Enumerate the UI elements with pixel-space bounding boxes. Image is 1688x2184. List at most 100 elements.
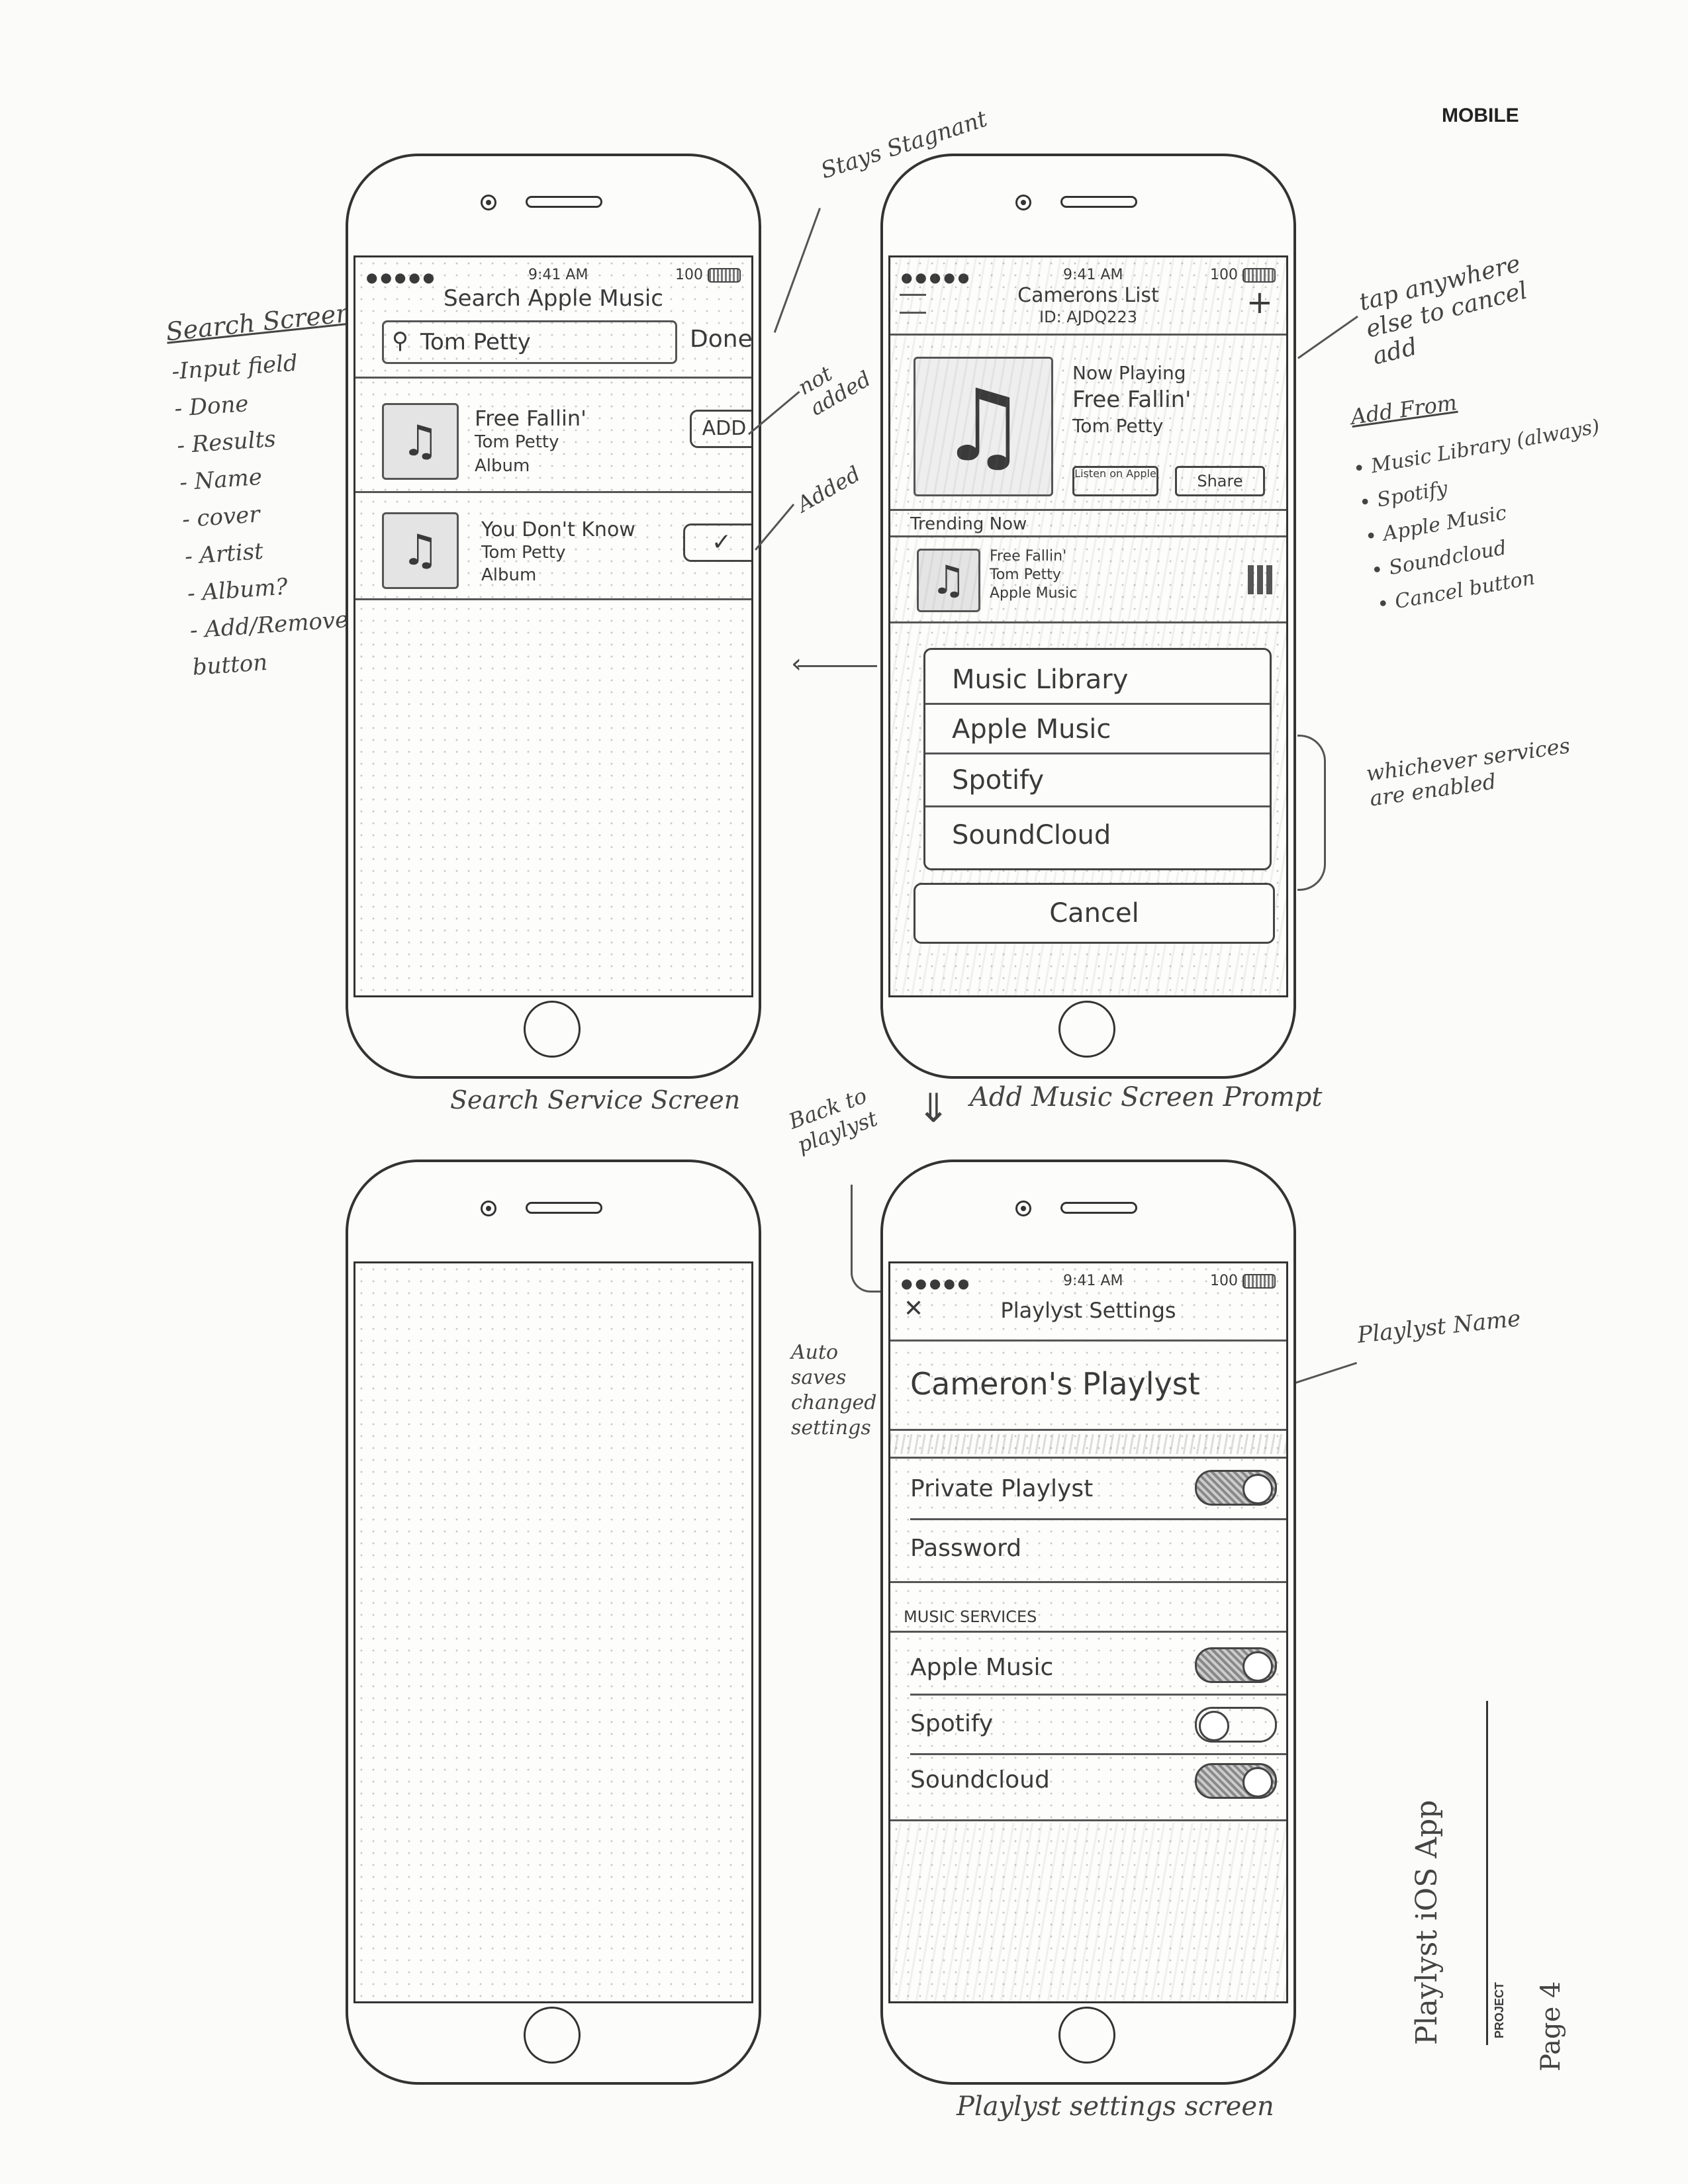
divider xyxy=(890,509,1286,511)
phone-search: ●●●●● 9:41 AM 100 Search Apple Music ⚲ T… xyxy=(346,154,761,1079)
battery-level: 100 xyxy=(675,267,703,283)
password-field[interactable]: Password xyxy=(910,1535,1022,1562)
status-bar: ●●●●● 9:41 AM 100 xyxy=(366,267,741,285)
phone-blank xyxy=(346,1160,761,2085)
signal-icon: ●●●●● xyxy=(901,269,972,285)
note-whichever-services: whichever services are enabled xyxy=(1364,733,1572,811)
close-icon[interactable]: ✕ xyxy=(904,1295,924,1322)
now-playing-label: Now Playing xyxy=(1072,362,1186,384)
result-artist: Tom Petty xyxy=(481,543,566,563)
divider xyxy=(890,1429,1286,1431)
caption-search-screen: Search Service Screen xyxy=(450,1085,741,1115)
sheet-option-soundcloud[interactable]: SoundCloud xyxy=(952,820,1111,850)
now-playing-artist: Tom Petty xyxy=(1072,415,1164,437)
annotation-line xyxy=(1297,315,1358,359)
camera-icon xyxy=(481,1201,496,1216)
note-tap-anywhere: tap anywhere else to cancel add xyxy=(1356,250,1530,371)
divider xyxy=(890,1457,1286,1459)
result-album: Album xyxy=(475,456,530,476)
signal-icon: ●●●●● xyxy=(901,1275,972,1291)
battery-icon xyxy=(708,268,741,283)
home-button[interactable] xyxy=(524,1001,581,1058)
sheet-option-music-library[interactable]: Music Library xyxy=(925,657,1270,705)
listen-on-apple-button[interactable]: Listen on Apple xyxy=(1072,466,1158,496)
search-title: Search Apple Music xyxy=(444,285,663,312)
battery-icon xyxy=(1243,268,1276,283)
soundcloud-toggle[interactable] xyxy=(1195,1763,1277,1799)
settings-title: Playlyst Settings xyxy=(1000,1298,1176,1323)
divider xyxy=(890,1340,1286,1342)
trending-info: Free Fallin' Tom Petty Apple Music xyxy=(990,547,1077,603)
phone-settings: ●●●●● 9:41 AM 100 ✕ Playlyst Settings Ca… xyxy=(880,1160,1296,2085)
playlist-header: Camerons List ID: AJDQ223 xyxy=(890,285,1286,328)
sheet-option-apple-music[interactable]: Apple Music xyxy=(925,706,1270,754)
search-icon: ⚲ xyxy=(392,328,408,354)
arrow-line xyxy=(798,665,877,667)
speaker-grille xyxy=(526,196,602,208)
home-button[interactable] xyxy=(524,2007,581,2064)
remove-button[interactable]: ✓ xyxy=(683,523,751,562)
project-divider xyxy=(1486,1701,1492,2045)
apple-music-toggle[interactable] xyxy=(1195,1647,1277,1683)
sheet-option-spotify[interactable]: Spotify xyxy=(925,756,1270,807)
playlist-title: Camerons List xyxy=(1017,284,1159,307)
note-search-title: Search Screen xyxy=(164,298,353,347)
divider xyxy=(910,1753,1286,1755)
note-added: Added xyxy=(792,461,865,518)
playlist-name-field[interactable]: Cameron's Playlyst xyxy=(910,1366,1200,1402)
search-input[interactable]: ⚲ Tom Petty xyxy=(382,320,677,364)
sheet-label: MOBILE xyxy=(1442,105,1519,126)
result-name: Free Fallin' xyxy=(475,406,586,431)
battery-level: 100 xyxy=(1210,267,1238,283)
menu-icon[interactable] xyxy=(900,294,926,314)
service-label-soundcloud: Soundcloud xyxy=(910,1766,1050,1794)
divider xyxy=(910,1694,1286,1696)
divider xyxy=(890,1631,1286,1633)
note-playlyst-name: Playlyst Name xyxy=(1356,1305,1523,1349)
album-art-icon: ♫ xyxy=(914,357,1053,496)
camera-icon xyxy=(481,195,496,210)
now-playing-track: Free Fallin' xyxy=(1072,387,1192,413)
result-row: ♫ Free Fallin' Tom Petty Album ADD xyxy=(355,387,751,480)
note-add-from-list: • Music Library (always) • Spotify • App… xyxy=(1350,410,1626,623)
speaker-grille xyxy=(526,1202,602,1214)
battery-indicator: 100 xyxy=(1210,267,1276,283)
spotify-toggle[interactable] xyxy=(1195,1707,1277,1743)
add-button[interactable]: ADD xyxy=(690,410,751,448)
result-info: You Don't Know Tom Petty Album xyxy=(481,519,635,586)
music-note-icon: ♫ xyxy=(917,549,980,612)
caption-add-music-prompt: Add Music Screen Prompt xyxy=(970,1082,1323,1113)
camera-icon xyxy=(1015,1201,1031,1216)
note-not-added: not added xyxy=(793,361,876,421)
toggle-knob xyxy=(1199,1711,1229,1741)
note-add-from-title: Add From xyxy=(1349,389,1459,430)
music-note-icon: ♫ xyxy=(382,403,459,480)
empty-area xyxy=(890,1823,1286,2001)
home-button[interactable] xyxy=(1058,1001,1115,1058)
add-music-button[interactable]: + xyxy=(1246,284,1273,321)
arrow-left-icon: ‹ xyxy=(791,649,802,679)
note-auto-saves: Auto saves changed settings xyxy=(791,1341,877,1439)
done-button[interactable]: Done xyxy=(690,326,753,353)
section-gap xyxy=(890,1434,1286,1454)
result-artist: Tom Petty xyxy=(475,432,559,452)
cancel-button[interactable]: Cancel xyxy=(914,883,1275,944)
search-screen: ●●●●● 9:41 AM 100 Search Apple Music ⚲ T… xyxy=(353,255,753,997)
note-back-to-playlyst: Back to playlyst xyxy=(785,1083,881,1158)
home-button[interactable] xyxy=(1058,2007,1115,2064)
divider xyxy=(355,598,751,600)
toggle-knob xyxy=(1243,1651,1273,1682)
divider xyxy=(890,334,1286,336)
private-playlyst-toggle[interactable] xyxy=(1195,1470,1277,1506)
music-note-icon: ♫ xyxy=(382,512,459,589)
divider xyxy=(890,621,1286,623)
result-name: You Don't Know xyxy=(481,518,635,541)
add-source-sheet: Music Library Apple Music Spotify SoundC… xyxy=(923,648,1272,870)
share-button[interactable]: Share xyxy=(1175,466,1265,496)
playlist-id: ID: AJDQ223 xyxy=(1039,308,1137,326)
status-bar: ●●●●● 9:41 AM 100 xyxy=(901,267,1276,285)
divider xyxy=(355,491,751,493)
service-label-apple-music: Apple Music xyxy=(910,1654,1054,1681)
status-time: 9:41 AM xyxy=(1063,1273,1123,1289)
divider xyxy=(890,1581,1286,1583)
